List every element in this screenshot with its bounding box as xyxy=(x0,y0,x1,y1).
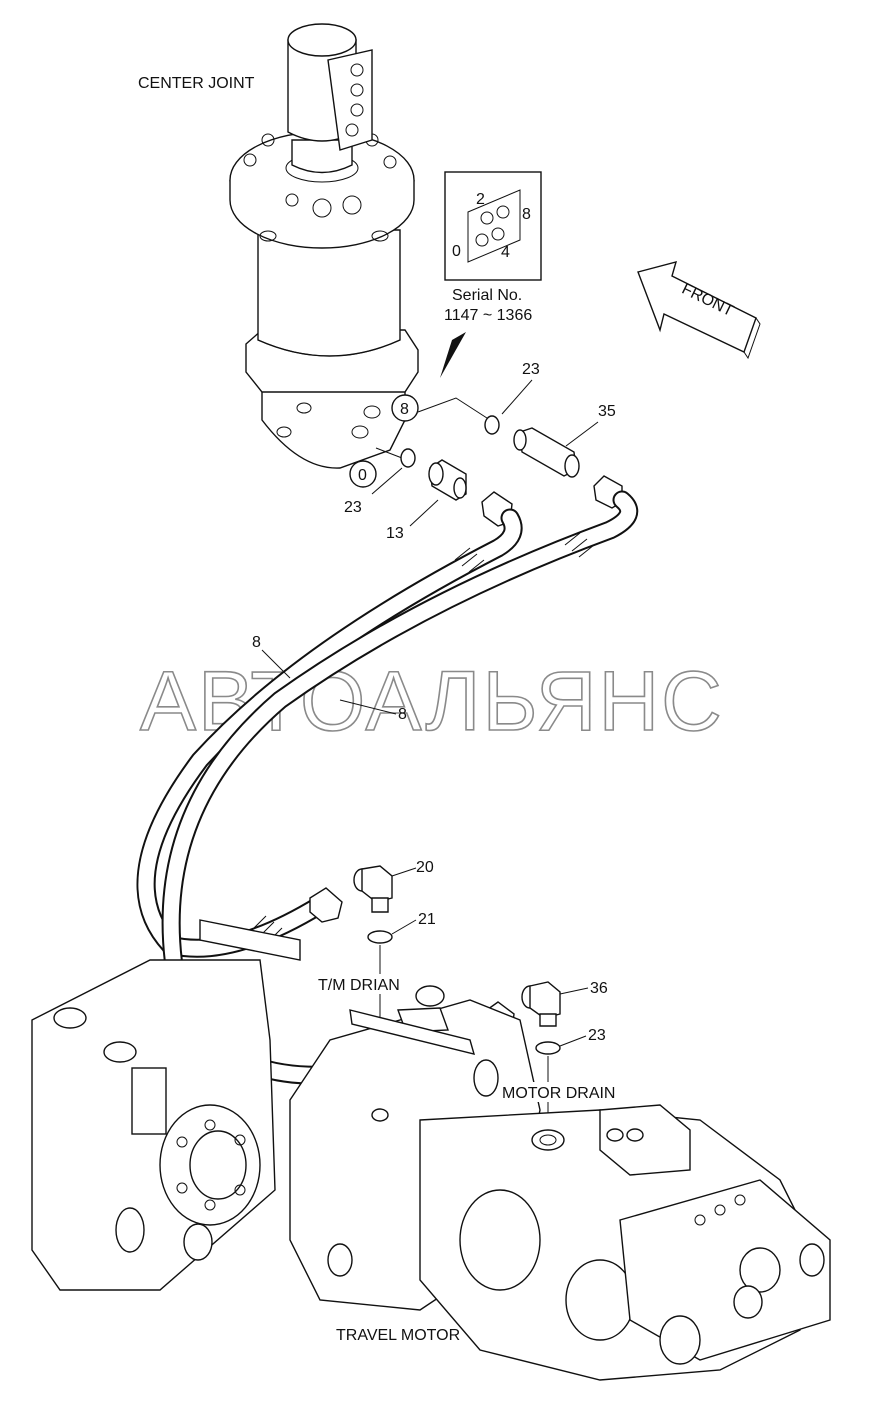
motor-drain-label: MOTOR DRAIN xyxy=(502,1085,615,1102)
braid-mark xyxy=(564,532,595,558)
o-ring-23-left xyxy=(400,448,416,468)
callout-35: 35 xyxy=(598,403,616,420)
fitting-35 xyxy=(513,427,580,478)
callout-21: 21 xyxy=(418,911,436,928)
o-ring-23-bottom xyxy=(535,1041,561,1055)
callout-13: 13 xyxy=(386,525,404,542)
tm-drain-label-bg xyxy=(316,974,410,994)
elbow-fitting-36 xyxy=(521,981,561,1027)
callout-23-left: 23 xyxy=(344,499,362,516)
inset-port-0: 0 xyxy=(452,243,461,260)
serial-pointer-icon xyxy=(440,332,466,378)
port-8-leader xyxy=(417,397,491,421)
o-ring-21 xyxy=(367,930,393,944)
inset-port-8: 8 xyxy=(522,206,531,223)
serial-port-inset xyxy=(444,171,542,281)
leader-36 xyxy=(559,987,589,995)
leader-23-left xyxy=(371,467,403,495)
callout-8-lower: 8 xyxy=(398,706,407,723)
leader-8-upper xyxy=(261,649,291,679)
port-0-label: 0 xyxy=(358,467,367,484)
tm-drain-label: T/M DRIAN xyxy=(318,977,400,994)
leader-8-lower xyxy=(339,699,397,715)
braid-mark xyxy=(454,547,485,573)
port-8-label: 8 xyxy=(400,401,409,418)
callout-20: 20 xyxy=(416,859,434,876)
travel-motor-label: TRAVEL MOTOR xyxy=(336,1327,460,1344)
center-joint-label: CENTER JOINT xyxy=(138,75,255,92)
callout-23-top: 23 xyxy=(522,361,540,378)
o-ring-23-top xyxy=(484,415,500,435)
center-joint-drawing xyxy=(229,23,419,469)
hose-8-left xyxy=(136,508,523,958)
serial-label-line1: Serial No. xyxy=(452,287,522,304)
leader-13 xyxy=(409,499,439,527)
hose-nut-bottom-left xyxy=(309,887,343,923)
leader-23-bottom xyxy=(559,1035,587,1047)
serial-label-line2: 1147 ~ 1366 xyxy=(444,307,532,324)
fitting-13 xyxy=(428,459,467,501)
port-8-marker xyxy=(391,394,419,422)
elbow-fitting-20 xyxy=(353,865,393,913)
port-0-marker xyxy=(349,460,377,488)
callout-23-bottom: 23 xyxy=(588,1027,606,1044)
front-arrow-icon xyxy=(637,261,761,360)
leader-35 xyxy=(565,421,599,447)
callout-8-upper: 8 xyxy=(252,634,261,651)
inset-port-2: 2 xyxy=(476,191,485,208)
port-0-leader xyxy=(375,447,403,459)
inset-port-4: 4 xyxy=(501,244,510,261)
travel-motor-drawing xyxy=(31,919,831,1381)
leader-21 xyxy=(391,919,417,935)
motor-drain-label-bg xyxy=(500,1082,634,1102)
callout-36: 36 xyxy=(590,980,608,997)
leader-23-top xyxy=(501,379,533,415)
leader-20 xyxy=(391,867,417,877)
